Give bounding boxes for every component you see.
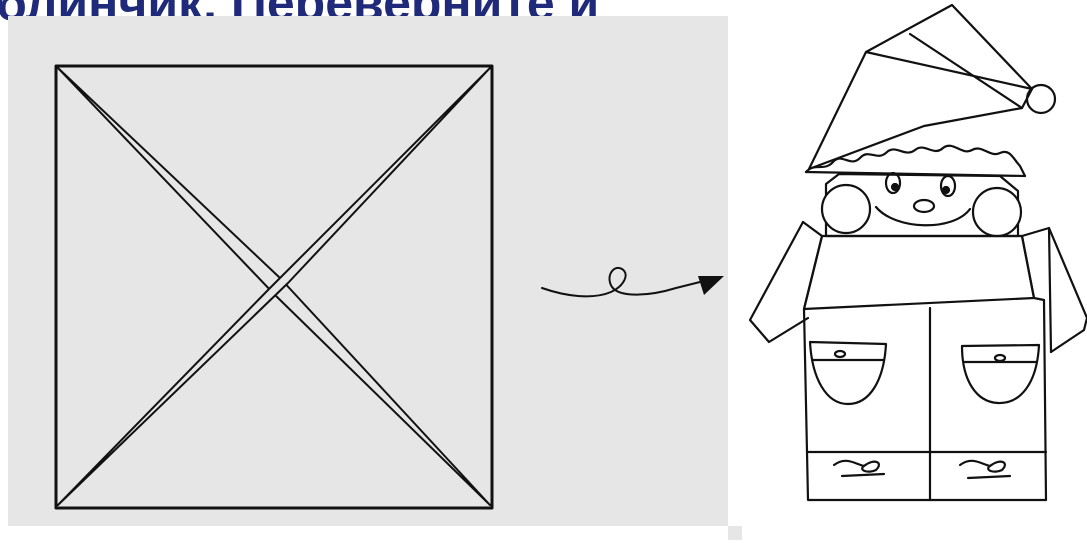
hat-brim: [806, 146, 1025, 176]
hat-pompom: [1027, 85, 1055, 113]
right-arm: [1049, 228, 1087, 352]
nose: [914, 200, 934, 212]
left-shoe-lace: [834, 461, 879, 472]
right-pocket: [962, 345, 1039, 403]
right-shoe-lace: [960, 461, 1005, 472]
gnome-figure: [750, 5, 1087, 500]
mouth: [876, 207, 970, 225]
left-cheek: [822, 185, 870, 233]
square-sheet-diagram: [56, 66, 492, 508]
gnome-hat: [809, 5, 1032, 169]
left-arm: [750, 222, 808, 342]
left-pocket: [810, 342, 886, 404]
right-cheek: [973, 188, 1021, 236]
turn-over-arrow-icon: [542, 268, 724, 297]
chest-flap: [804, 236, 1034, 309]
